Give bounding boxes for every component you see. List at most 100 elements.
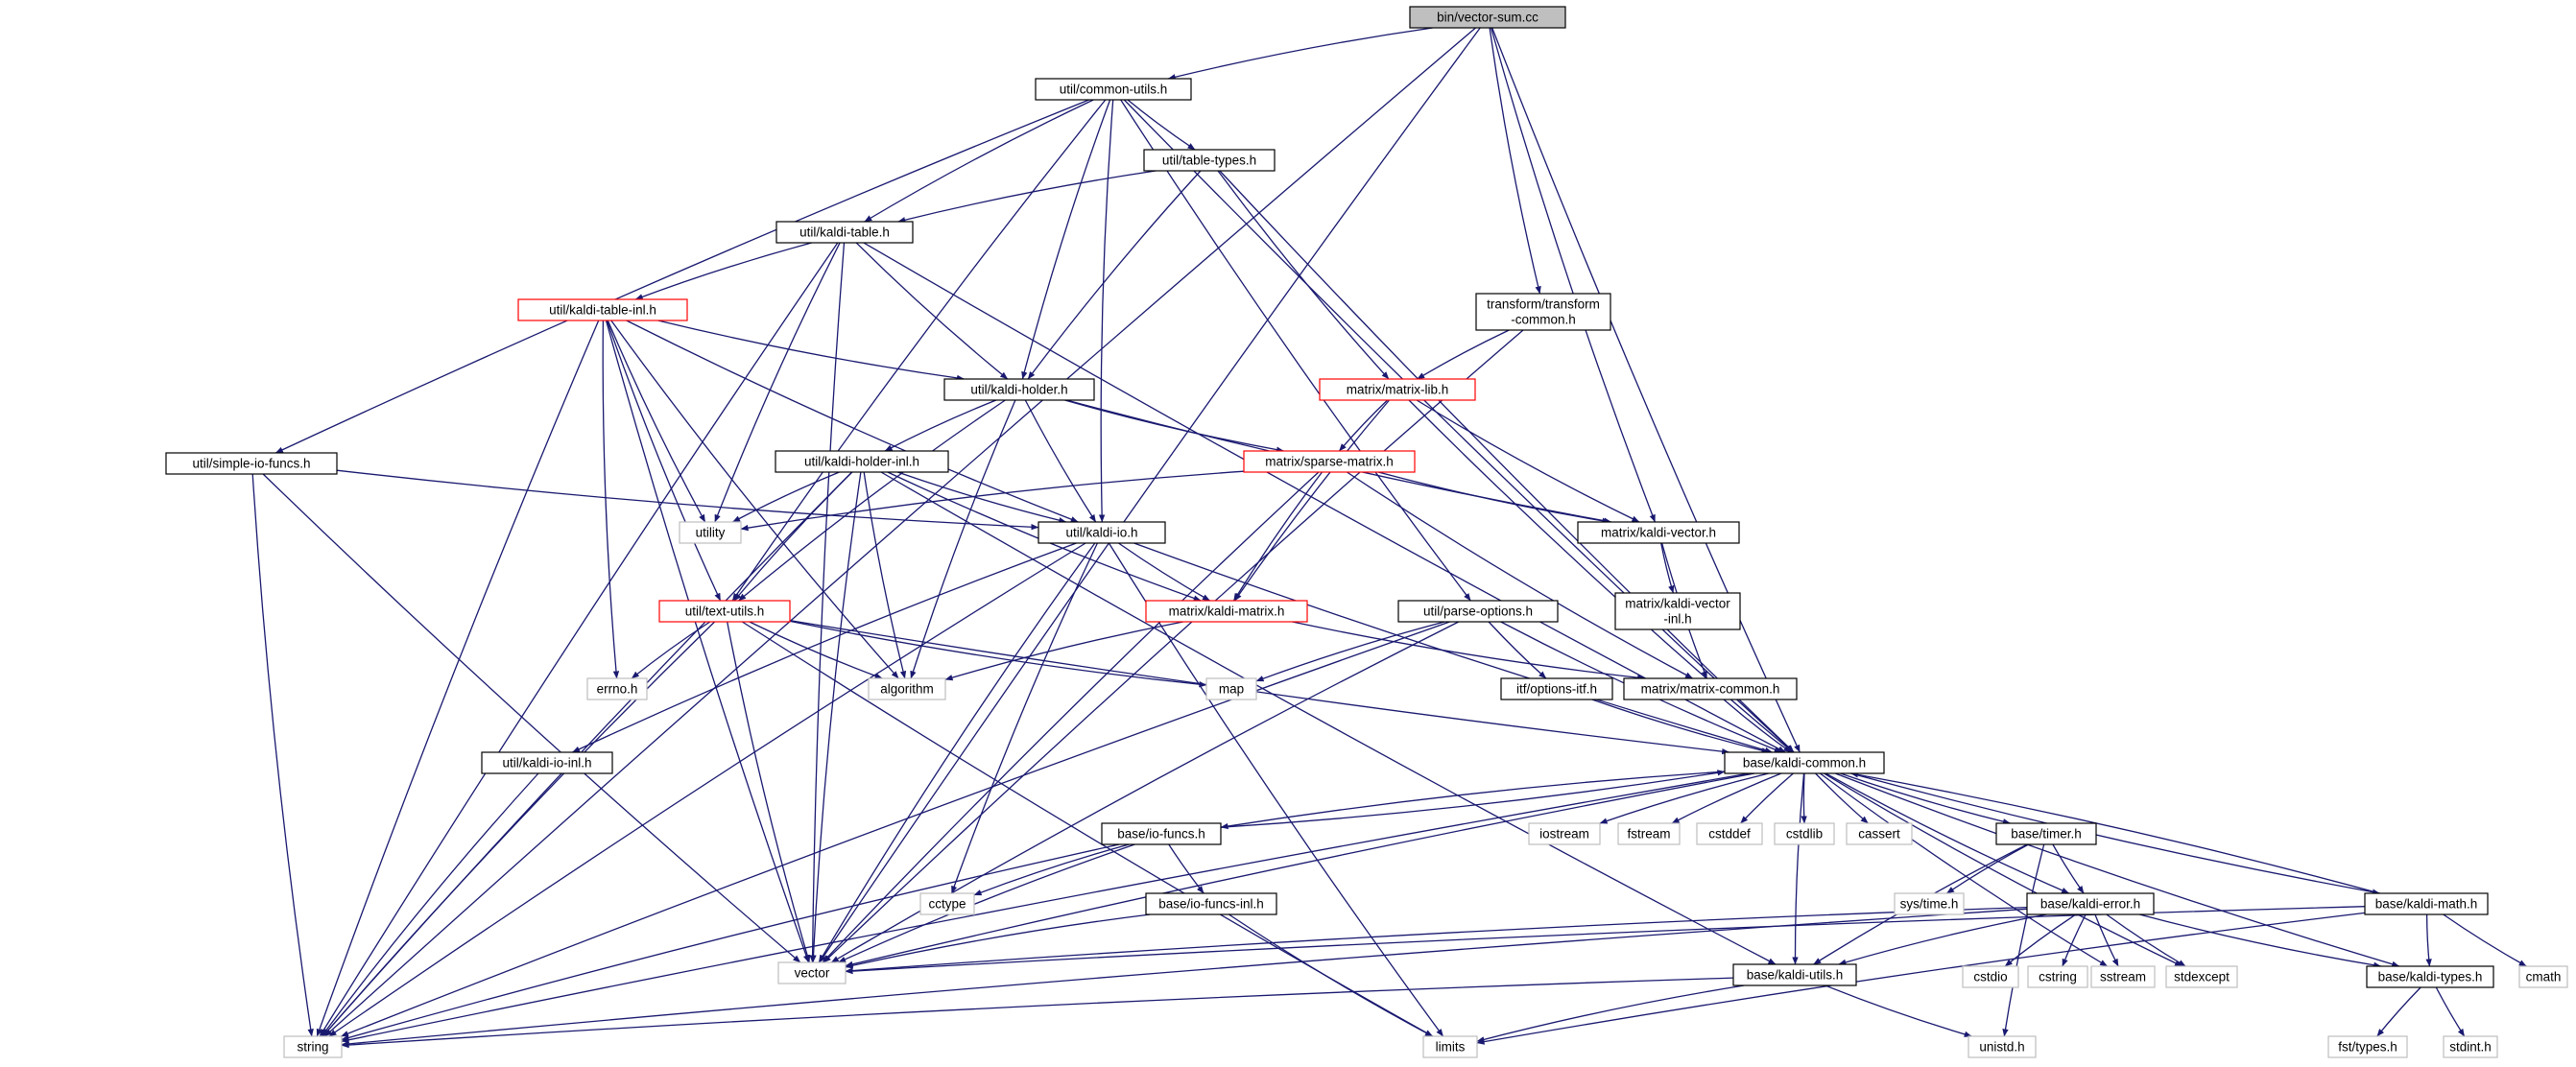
node-transform_common-box bbox=[1475, 293, 1611, 331]
node-kaldi_holder_inl[interactable]: util/kaldi-holder-inl.h bbox=[775, 450, 949, 473]
node-cstdio: cstdio bbox=[1962, 965, 2019, 988]
node-kaldi_io_inl[interactable]: util/kaldi-io-inl.h bbox=[481, 751, 613, 774]
edge-kaldi_common-to-string bbox=[341, 772, 1750, 1043]
edge-common_utils-to-kaldi_holder bbox=[1021, 99, 1111, 380]
edge-text_utils-to-string bbox=[322, 621, 716, 1037]
node-kaldi_vector_inl-label: matrix/kaldi-vector bbox=[1625, 597, 1730, 611]
edge-kaldi_error-to-kaldi_utils bbox=[1838, 913, 2047, 965]
node-kaldi_error[interactable]: base/kaldi-error.h bbox=[2026, 892, 2155, 915]
edge-common_utils-to-simple_io_funcs bbox=[274, 99, 1089, 454]
node-io_funcs-box bbox=[1101, 822, 1222, 845]
edge-io_funcs_inl-to-vector bbox=[845, 913, 1151, 969]
edge-common_utils-to-kaldi_common bbox=[1123, 99, 1795, 753]
node-fstream: fstream bbox=[1617, 822, 1681, 845]
node-kaldi_matrix[interactable]: matrix/kaldi-matrix.h bbox=[1145, 600, 1308, 623]
node-io_funcs_inl-box bbox=[1145, 892, 1277, 915]
node-simple_io_funcs[interactable]: util/simple-io-funcs.h bbox=[165, 452, 338, 475]
node-text_utils-box bbox=[658, 600, 791, 623]
node-kaldi_vector[interactable]: matrix/kaldi-vector.h bbox=[1577, 521, 1740, 544]
edge-io_funcs-to-cctype bbox=[973, 843, 1130, 896]
edge-parse_options-to-vector bbox=[830, 621, 1460, 963]
node-simple_io_funcs-label: util/simple-io-funcs.h bbox=[192, 457, 310, 471]
node-text_utils-label: util/text-utils.h bbox=[685, 605, 765, 619]
edge-kaldi_io-to-string bbox=[328, 542, 1086, 1037]
node-cstdio-label: cstdio bbox=[1973, 970, 2007, 984]
edge-kaldi_io-to-kaldi_common bbox=[1133, 542, 1773, 753]
edge-kaldi_error-to-sstream bbox=[2094, 913, 2119, 967]
edge-kaldi_table_inl-to-utility bbox=[607, 320, 706, 523]
edge-kaldi_matrix-to-matrix_common bbox=[1292, 621, 1645, 681]
edge-kaldi_common-to-kaldi_math bbox=[1850, 772, 2380, 895]
edge-text_utils-to-algorithm bbox=[749, 621, 883, 679]
node-root[interactable]: bin/vector-sum.cc bbox=[1409, 6, 1566, 29]
node-kaldi_table[interactable]: util/kaldi-table.h bbox=[775, 221, 914, 244]
node-io_funcs_inl[interactable]: base/io-funcs-inl.h bbox=[1145, 892, 1277, 915]
node-stdexcept: stdexcept bbox=[2165, 965, 2238, 988]
edge-kaldi_common-to-sstream bbox=[1820, 772, 2108, 967]
edge-kaldi_io-to-kaldi_matrix bbox=[1118, 542, 1210, 602]
node-sparse_matrix[interactable]: matrix/sparse-matrix.h bbox=[1243, 450, 1416, 473]
node-kaldi_io_inl-box bbox=[481, 751, 613, 774]
node-kaldi_vector_inl-box bbox=[1614, 592, 1741, 630]
node-io_funcs[interactable]: base/io-funcs.h bbox=[1101, 822, 1222, 845]
edge-parse_options-to-map bbox=[1255, 621, 1445, 682]
node-table_types[interactable]: util/table-types.h bbox=[1143, 149, 1276, 172]
node-cassert-label: cassert bbox=[1858, 827, 1900, 842]
edge-common_utils-to-kaldi_io bbox=[1098, 99, 1114, 523]
node-cstdio-box bbox=[1962, 965, 2019, 988]
node-vector-box bbox=[777, 961, 847, 984]
node-kaldi_math[interactable]: base/kaldi-math.h bbox=[2364, 892, 2489, 915]
edge-kaldi_error-to-cstdio bbox=[2004, 913, 2077, 967]
node-kaldi_utils[interactable]: base/kaldi-utils.h bbox=[1732, 963, 1857, 986]
edge-kaldi_table_inl-to-text_utils bbox=[606, 320, 722, 602]
node-kaldi_math-label: base/kaldi-math.h bbox=[2375, 897, 2478, 912]
edge-kaldi_error-to-cstring bbox=[2062, 913, 2087, 967]
node-matrix_common[interactable]: matrix/matrix-common.h bbox=[1623, 677, 1798, 700]
node-kaldi_io_inl-label: util/kaldi-io-inl.h bbox=[502, 756, 591, 771]
edge-root-to-kaldi_vector bbox=[1490, 27, 1657, 523]
node-cstdlib-label: cstdlib bbox=[1786, 827, 1823, 842]
node-kaldi_vector_inl[interactable]: matrix/kaldi-vector-inl.h bbox=[1614, 592, 1741, 630]
node-kaldi_common[interactable]: base/kaldi-common.h bbox=[1724, 751, 1885, 774]
node-limits: limits bbox=[1422, 1035, 1478, 1058]
node-text_utils[interactable]: util/text-utils.h bbox=[658, 600, 791, 623]
edge-kaldi_table-to-utility bbox=[714, 242, 841, 523]
node-fst_types-label: fst/types.h bbox=[2338, 1040, 2397, 1055]
node-cmath-box bbox=[2518, 965, 2568, 988]
node-matrix_lib-box bbox=[1319, 378, 1476, 401]
node-matrix_lib[interactable]: matrix/matrix-lib.h bbox=[1319, 378, 1476, 401]
edge-kaldi_common-to-stdexcept bbox=[1824, 772, 2182, 967]
node-kaldi_types[interactable]: base/kaldi-types.h bbox=[2366, 965, 2494, 988]
edge-kaldi_table_inl-to-kaldi_io bbox=[626, 320, 1079, 523]
node-cassert-box bbox=[1846, 822, 1913, 845]
edge-common_utils-to-text_utils bbox=[731, 99, 1107, 602]
edge-kaldi_holder_inl-to-algorithm bbox=[863, 471, 907, 679]
node-utility: utility bbox=[679, 521, 742, 544]
node-errno-box bbox=[586, 677, 648, 700]
node-kaldi_types-box bbox=[2366, 965, 2494, 988]
node-map-label: map bbox=[1219, 682, 1244, 697]
node-kaldi_holder[interactable]: util/kaldi-holder.h bbox=[943, 378, 1095, 401]
edge-kaldi_holder-to-text_utils bbox=[738, 399, 1006, 602]
edge-kaldi_common-to-fstream bbox=[1671, 772, 1782, 824]
node-unistd: unistd.h bbox=[1968, 1035, 2037, 1058]
edge-kaldi_table-to-kaldi_holder bbox=[855, 242, 1009, 380]
node-timer-box bbox=[1995, 822, 2097, 845]
edge-kaldi_matrix-to-algorithm bbox=[944, 621, 1183, 681]
edge-sparse_matrix-to-kaldi_matrix bbox=[1232, 471, 1324, 602]
node-common_utils[interactable]: util/common-utils.h bbox=[1035, 78, 1192, 101]
node-timer[interactable]: base/timer.h bbox=[1995, 822, 2097, 845]
node-kaldi_holder-box bbox=[943, 378, 1095, 401]
edge-kaldi_table-to-kaldi_table_inl bbox=[634, 242, 812, 300]
node-parse_options[interactable]: util/parse-options.h bbox=[1397, 600, 1559, 623]
node-cassert: cassert bbox=[1846, 822, 1913, 845]
node-kaldi_io[interactable]: util/kaldi-io.h bbox=[1038, 521, 1166, 544]
node-kaldi_table-box bbox=[775, 221, 914, 244]
node-sparse_matrix-label: matrix/sparse-matrix.h bbox=[1265, 455, 1394, 469]
node-kaldi_table_inl[interactable]: util/kaldi-table-inl.h bbox=[517, 298, 688, 321]
node-options_itf[interactable]: itf/options-itf.h bbox=[1500, 677, 1613, 700]
node-cstddef-label: cstddef bbox=[1708, 827, 1751, 842]
node-transform_common[interactable]: transform/transform-common.h bbox=[1475, 293, 1611, 331]
node-kaldi_error-label: base/kaldi-error.h bbox=[2040, 897, 2140, 912]
